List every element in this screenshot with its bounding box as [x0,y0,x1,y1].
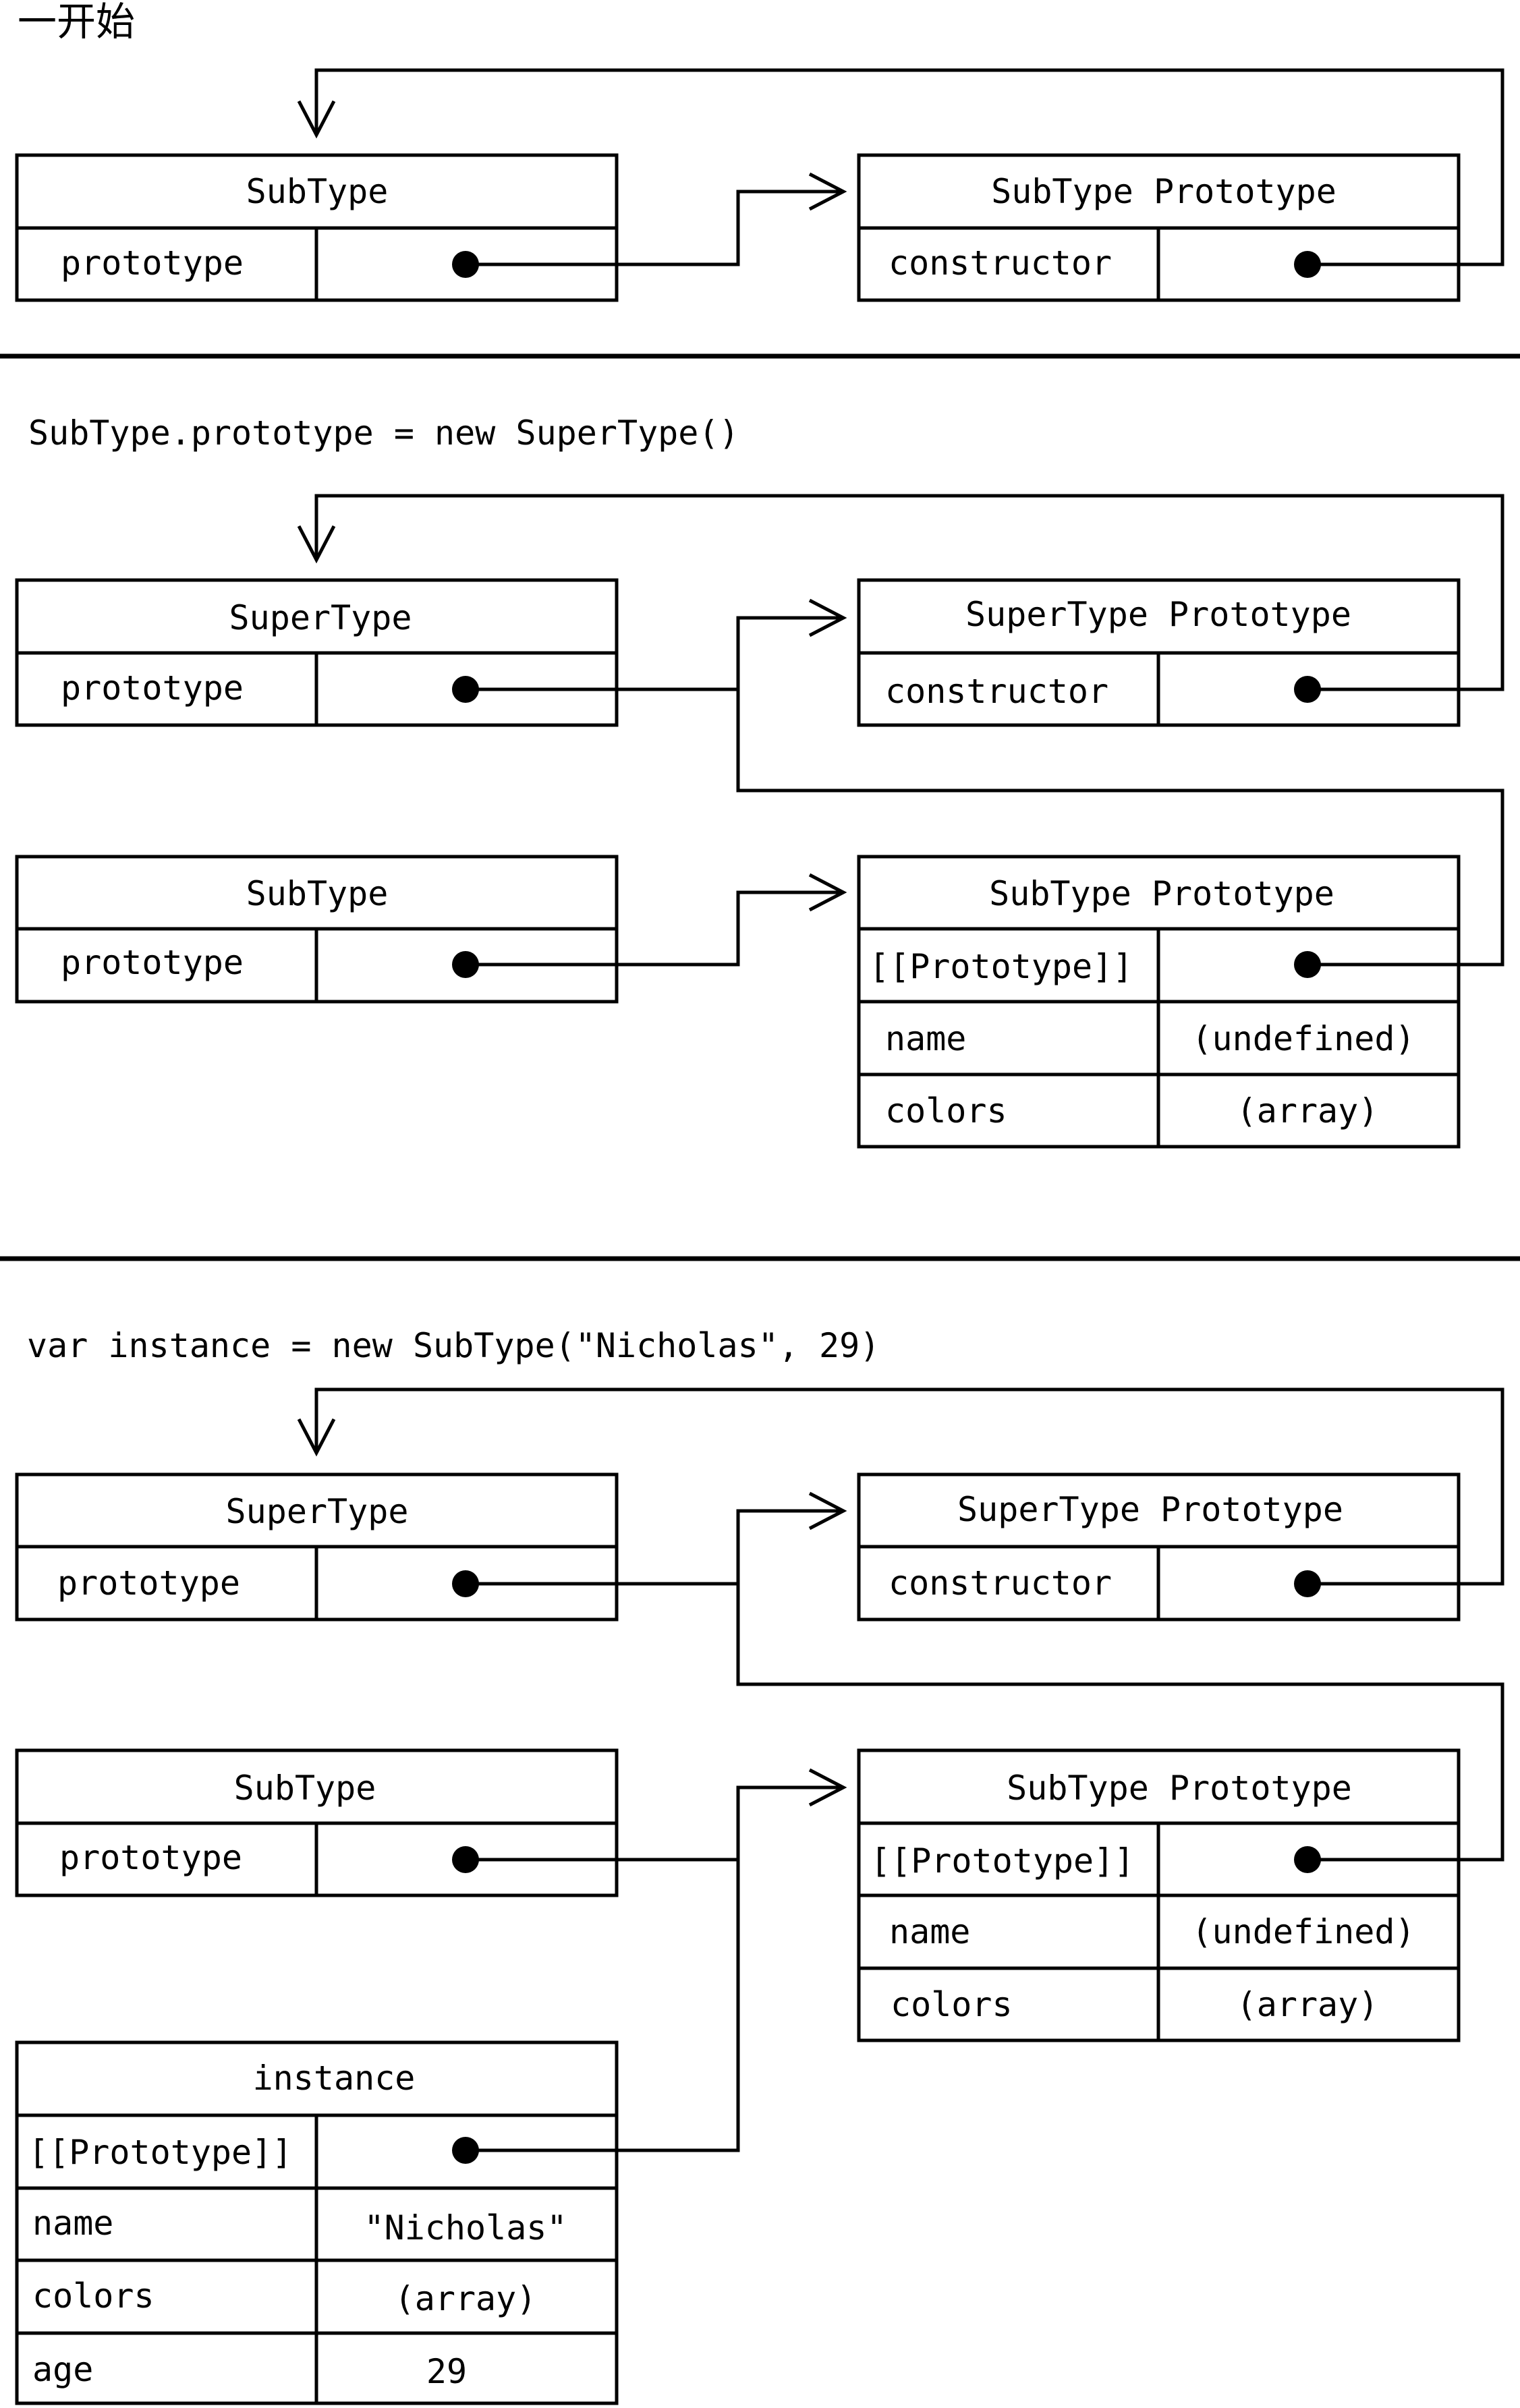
arrow-constructor-to-supertype [314,1387,1504,1586]
section3-subtype-box: SubType prototype [15,1748,619,1897]
instance-row-key: age [32,2350,93,2389]
section2-row-value: (array) [1237,1091,1379,1130]
section3-instance-box: instance [[Prototype]] name "Nicholas" c… [15,2040,619,2405]
section3-subtype-proto-title: SubType Prototype [1007,1769,1352,1808]
section3-supertype-proto-title: SuperType Prototype [957,1490,1343,1529]
section1-subtype-title: SubType [246,172,389,211]
arrow-subtype-to-proto [466,190,840,266]
section1-subtype-proto-title: SubType Prototype [991,172,1336,211]
section3-supertype-box: SuperType prototype [15,1472,619,1622]
arrowhead [808,1491,847,1530]
section2-subtype-proto-box: SubType Prototype [[Prototype]] name (un… [857,855,1461,1149]
section1-subtype-box: SubType prototype [15,153,619,302]
arrow-supertype-to-proto [466,616,840,691]
section2-subtype-prop: prototype [61,943,244,982]
arrow-subtype-to-proto [466,890,840,967]
section2-subtype-proto-title: SubType Prototype [989,874,1334,913]
arrowhead [808,598,847,637]
section3-row-value: (undefined) [1191,1912,1415,1951]
section1-subtype-prop: prototype [61,243,244,283]
section3-row-key: [[Prototype]] [870,1841,1134,1881]
section2-supertype-proto-box: SuperType Prototype constructor [857,578,1461,727]
arrowhead [297,1418,336,1457]
instance-row-key: name [32,2204,113,2243]
section2-supertype-proto-prop: constructor [885,672,1108,711]
section1-subtype-proto-box: SubType Prototype constructor [857,153,1461,302]
arrowhead [808,873,847,912]
section3-row-value: (array) [1237,1985,1379,2024]
arrowhead [808,172,847,211]
section3-subtype-title: SubType [234,1769,376,1808]
section3-row-key: name [889,1912,970,1951]
arrowhead [297,100,336,139]
instance-row-value: "Nicholas" [364,2208,567,2247]
section3-supertype-title: SuperType [226,1492,409,1531]
instance-title: instance [253,2059,416,2098]
arrow-constructor-to-subtype [314,68,1504,266]
section2-supertype-proto-title: SuperType Prototype [965,595,1351,634]
arrow-constructor-to-supertype [314,494,1504,691]
instance-row-value: 29 [426,2352,467,2391]
arrowhead [297,525,336,564]
section2-supertype-prop: prototype [61,668,244,708]
arrowhead [808,1768,847,1807]
section2-row-value: (undefined) [1191,1019,1415,1058]
section3-row-key: colors [891,1985,1013,2024]
instance-row-key: colors [32,2276,154,2316]
section2-row-key: name [885,1019,966,1058]
section2-subtype-box: SubType prototype [15,855,619,1004]
section3-supertype-prop: prototype [57,1564,240,1603]
arrow-proto-chain [736,1584,1504,1862]
section1-subtype-proto-prop: constructor [889,243,1112,283]
section2-supertype-box: SuperType prototype [15,578,619,727]
instance-row-key: [[Prototype]] [28,2133,292,2172]
section3-subtype-proto-box: SubType Prototype [[Prototype]] name (un… [857,1748,1461,2042]
instance-row-value: (array) [395,2279,537,2318]
section3-subtype-prop: prototype [59,1838,242,1877]
arrow-proto-chain [736,689,1504,967]
arrow-supertype-to-proto [466,1509,840,1586]
section1-heading: 一开始 [18,0,135,45]
section2-row-key: [[Prototype]] [869,947,1133,986]
section3-supertype-proto-box: SuperType Prototype constructor [857,1472,1461,1622]
section3-supertype-proto-prop: constructor [889,1564,1112,1603]
arrow-instance-to-proto [466,1785,840,2152]
section2-subtype-title: SubType [246,874,389,913]
section2-supertype-title: SuperType [229,598,412,637]
section2-row-key: colors [885,1091,1007,1130]
section2-code: SubType.prototype = new SuperType() [28,413,739,453]
section3-code: var instance = new SubType("Nicholas", 2… [27,1326,880,1365]
